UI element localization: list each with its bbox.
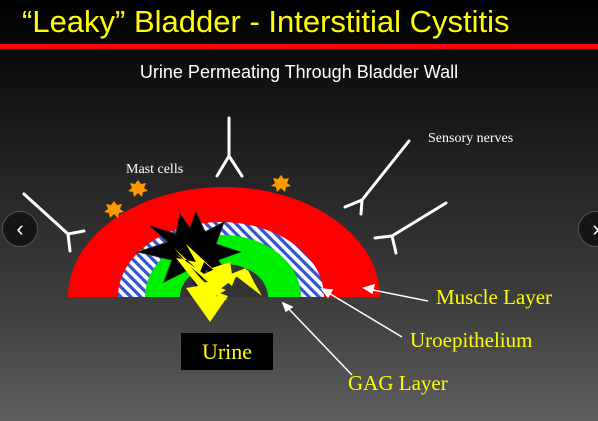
previous-slide-button[interactable]: ‹ xyxy=(2,211,38,247)
urine-label: Urine xyxy=(201,338,253,364)
mast-cell xyxy=(128,180,148,197)
uroepithelium-label: Uroepithelium xyxy=(410,328,533,352)
chevron-right-icon: › xyxy=(592,216,598,242)
mast-cells-label: Mast cells xyxy=(126,162,184,177)
slide-subtitle: Urine Permeating Through Bladder Wall xyxy=(139,62,459,82)
slide-title: “Leaky” Bladder - Interstitial Cystitis xyxy=(22,4,510,39)
urine-label-box: Urine xyxy=(181,333,273,370)
urine-bolt xyxy=(174,244,262,322)
urine-bolt-lower xyxy=(176,254,248,322)
title-underline xyxy=(0,44,598,49)
mast-cell xyxy=(271,175,291,192)
muscle-layer-label: Muscle Layer xyxy=(436,285,553,309)
sensory-nerves xyxy=(22,116,448,255)
gag-layer-label: GAG Layer xyxy=(348,371,448,395)
mast-cell xyxy=(104,201,124,218)
chevron-left-icon: ‹ xyxy=(16,216,24,241)
sensory-nerves-label: Sensory nerves xyxy=(428,131,514,146)
pointer-lines xyxy=(281,283,429,376)
